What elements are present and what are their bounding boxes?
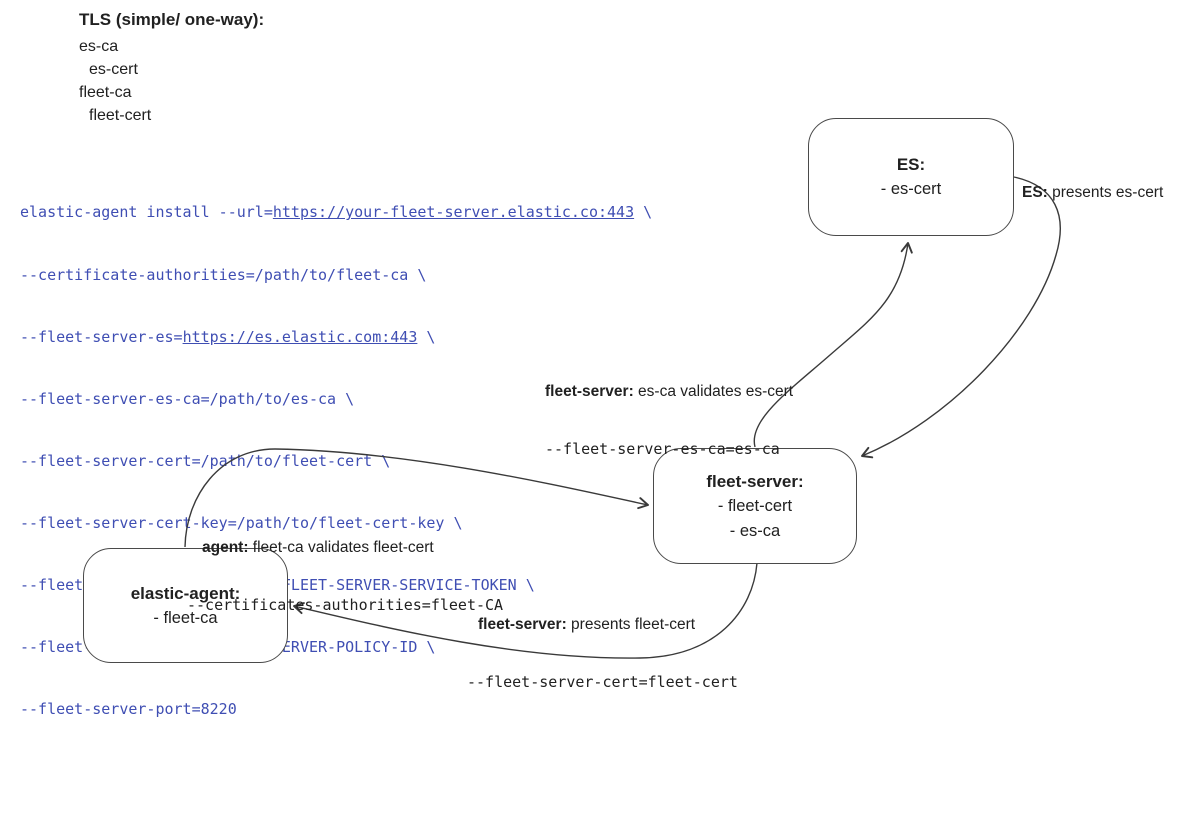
arrow-es-to-fleet-server — [861, 176, 1061, 459]
edge-label-agent-validates-fleet: agent: fleet-ca validates fleet-cert --c… — [187, 500, 503, 634]
fleet-server-node: fleet-server: - fleet-cert - es-ca — [653, 448, 857, 564]
edge-label-rest: fleet-ca validates fleet-cert — [248, 539, 434, 556]
command-line: --fleet-server-es-ca=/path/to/es-ca \ — [20, 389, 355, 408]
es-node: ES: - es-cert — [808, 118, 1014, 236]
arrow-agent-to-fleet-server — [184, 448, 649, 548]
elastic-agent-node-item: - fleet-ca — [153, 608, 218, 627]
edge-label-fleet-presents-cert: fleet-server: presents fleet-cert --flee… — [467, 577, 738, 711]
edge-label-es-presents: ES: presents es-cert — [1022, 145, 1163, 221]
edge-label-rest: presents es-cert — [1047, 184, 1164, 201]
edge-label-rest: presents fleet-cert — [566, 616, 696, 633]
arrow-fleet-server-to-agent — [293, 562, 758, 659]
legend-item-es-cert: es-cert — [89, 61, 138, 78]
command-text: \ — [417, 327, 436, 346]
edge-label-bold: ES: — [1022, 184, 1048, 201]
legend-item-fleet-ca: fleet-ca — [79, 84, 132, 101]
edge-label-code: --certificates-authorities=fleet-CA — [187, 596, 504, 614]
fleet-server-node-title: fleet-server: — [706, 471, 804, 491]
legend-item-fleet-cert: fleet-cert — [89, 107, 152, 124]
fleet-server-url-link[interactable]: https://your-fleet-server.elastic.co:443 — [272, 203, 635, 222]
elastic-agent-node-title: elastic-agent: — [130, 583, 241, 603]
command-text: elastic-agent install --url= — [20, 203, 273, 222]
command-text: \ — [634, 203, 653, 222]
command-line: --fleet-server-cert=/path/to/fleet-cert … — [20, 451, 391, 470]
edge-label-text: fleet-server: presents fleet-cert — [467, 615, 738, 634]
command-line: elastic-agent install --url=https://your… — [20, 202, 652, 223]
edge-label-text: fleet-server: es-ca validates es-cert — [545, 382, 793, 401]
tls-legend: TLS (simple/ one-way): es-ca es-cert fle… — [79, 8, 264, 127]
es-node-item: - es-cert — [880, 180, 942, 198]
install-command: elastic-agent install --url=https://your… — [20, 161, 652, 741]
fleet-server-node-item: - es-ca — [729, 521, 781, 540]
edge-label-bold: agent: — [202, 539, 249, 556]
edge-label-rest: es-ca validates es-cert — [633, 383, 794, 400]
es-node-title: ES: — [896, 155, 926, 174]
edge-label-bold: fleet-server: — [545, 383, 634, 400]
command-line: --fleet-server-es=https://es.elastic.com… — [20, 327, 652, 348]
legend-item-es-ca: es-ca — [79, 38, 119, 55]
command-line: --fleet-server-port=8220 — [20, 700, 237, 719]
edge-label-text: agent: fleet-ca validates fleet-cert — [187, 538, 503, 557]
edge-label-text: ES: presents es-cert — [1022, 183, 1163, 202]
command-text: --fleet-server-es= — [20, 327, 183, 346]
tls-legend-heading: TLS (simple/ one-way): — [79, 10, 265, 29]
edge-label-bold: fleet-server: — [478, 616, 567, 633]
fleet-server-node-item: - fleet-cert — [717, 496, 793, 515]
arrow-fleet-server-to-es — [753, 242, 913, 448]
es-url-link[interactable]: https://es.elastic.com:443 — [182, 327, 418, 346]
edge-label-code: --fleet-server-es-ca=es-ca — [545, 440, 780, 458]
edge-label-code: --fleet-server-cert=fleet-cert — [467, 673, 738, 691]
command-line: --fleet-server-cert-key=/path/to/fleet-c… — [20, 513, 463, 532]
elastic-agent-node: elastic-agent: - fleet-ca — [83, 548, 288, 663]
command-line: --certificate-authorities=/path/to/fleet… — [20, 265, 427, 284]
edge-label-fleet-validates-es: fleet-server: es-ca validates es-cert --… — [545, 344, 793, 478]
